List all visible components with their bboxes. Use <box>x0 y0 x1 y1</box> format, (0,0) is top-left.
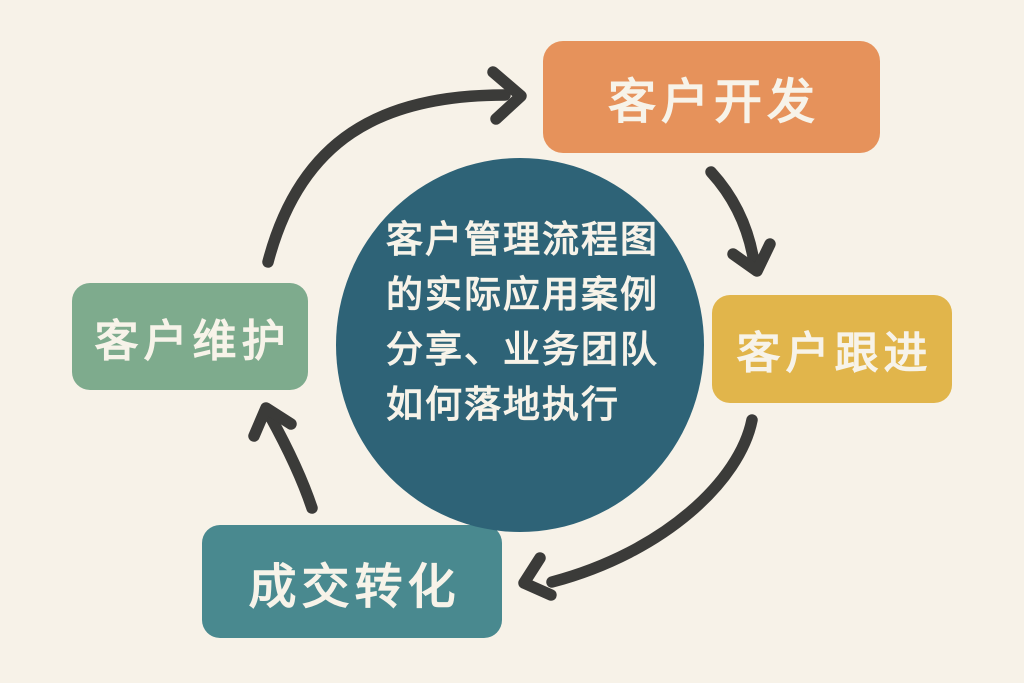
arrow-head-icon <box>248 402 297 442</box>
arrow-shaft <box>262 89 511 268</box>
node-customer-maintenance: 客户维护 <box>72 283 308 390</box>
node-customer-follow-up-label: 客户跟进 <box>736 328 933 379</box>
center-topic-line: 如何落地执行 <box>386 383 620 426</box>
arrow-shaft <box>264 410 318 514</box>
arrow-head-icon <box>487 66 527 125</box>
center-topic-circle: 客户管理流程图 的实际应用案例 分享、业务团队 如何落地执行 <box>336 158 704 532</box>
arrow-head-icon <box>518 552 557 601</box>
arrow-develop-to-follow <box>705 166 776 277</box>
center-topic-text: 客户管理流程图 的实际应用案例 分享、业务团队 如何落地执行 <box>386 212 659 432</box>
node-deal-conversion-label: 成交转化 <box>248 558 461 615</box>
node-customer-maintenance-label: 客户维护 <box>94 315 291 367</box>
arrow-follow-to-convert <box>518 414 758 601</box>
arrow-shaft <box>705 166 760 268</box>
node-deal-conversion: 成交转化 <box>202 525 502 638</box>
center-topic-line: 客户管理流程图 <box>386 218 659 261</box>
node-customer-development-label: 客户开发 <box>607 74 820 130</box>
arrow-maintain-to-develop <box>262 66 527 268</box>
arrow-shaft <box>546 414 758 588</box>
center-topic-line: 分享、业务团队 <box>386 328 659 371</box>
arrow-convert-to-maintain <box>248 402 318 514</box>
arrow-head-icon <box>727 238 776 277</box>
node-customer-follow-up: 客户跟进 <box>712 295 952 403</box>
node-customer-development: 客户开发 <box>543 41 880 153</box>
center-topic-line: 的实际应用案例 <box>386 273 659 316</box>
